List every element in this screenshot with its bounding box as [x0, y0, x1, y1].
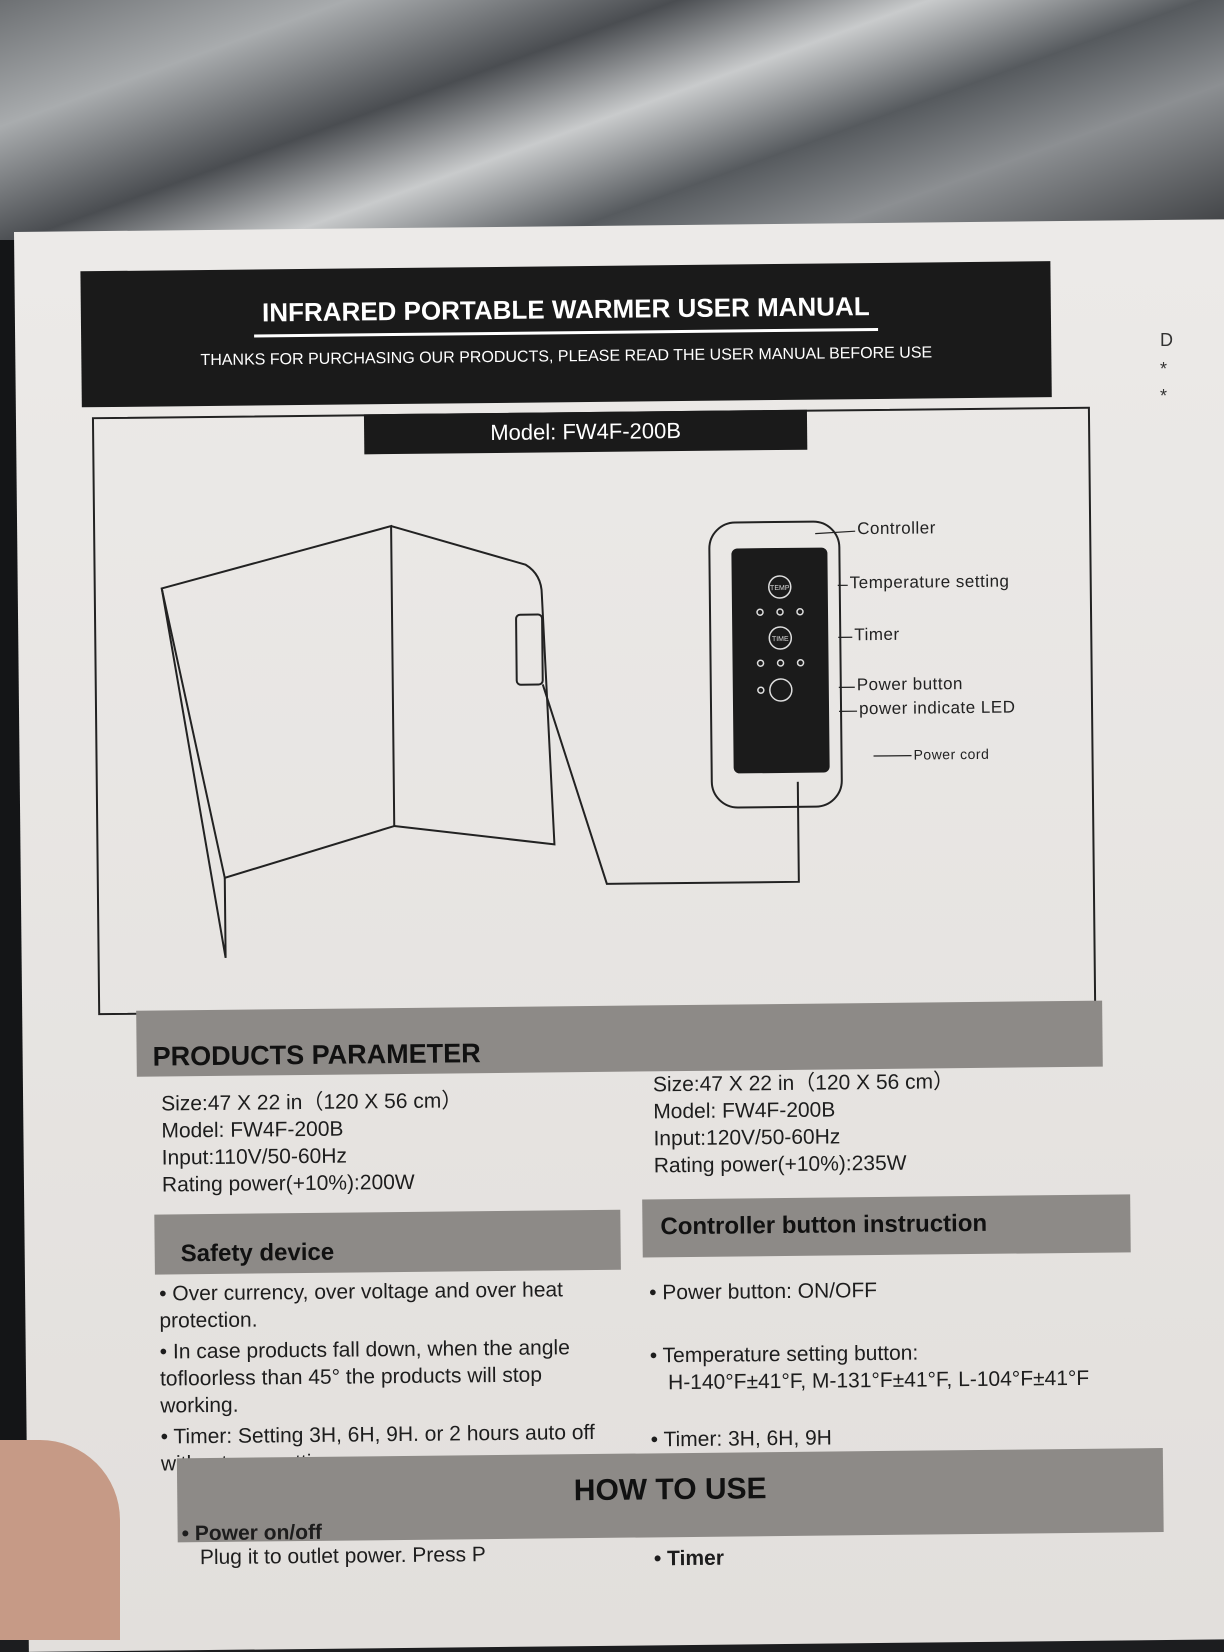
label-timer: Timer	[854, 625, 900, 645]
left-panel	[161, 526, 395, 878]
param-size: Size:47 X 22 in（120 X 56 cm）	[161, 1087, 462, 1117]
parameters-right: Size:47 X 22 in（120 X 56 cm） Model: FW4F…	[653, 1068, 955, 1179]
controller-list: • Power button: ON/OFF • Temperature set…	[649, 1274, 1191, 1454]
safety-item: In case products fall down, when the ang…	[160, 1336, 570, 1417]
header-banner: INFRARED PORTABLE WARMER USER MANUAL THA…	[80, 261, 1051, 407]
param-model: Model: FW4F-200B	[653, 1095, 954, 1125]
manual-page: INFRARED PORTABLE WARMER USER MANUAL THA…	[14, 219, 1224, 1652]
param-power: Rating power(+10%):235W	[654, 1149, 955, 1179]
param-power: Rating power(+10%):200W	[162, 1168, 463, 1198]
safety-item: Over currency, over voltage and over hea…	[159, 1278, 563, 1332]
power-onoff-text: Plug it to outlet power. Press P	[200, 1541, 486, 1571]
temp-button: TEMP	[770, 585, 790, 592]
param-size: Size:47 X 22 in（120 X 56 cm）	[653, 1068, 954, 1098]
label-temperature-setting: Temperature setting	[850, 572, 1010, 594]
param-model: Model: FW4F-200B	[161, 1114, 462, 1144]
power-onoff-label: Power on/off	[195, 1521, 322, 1545]
side-letter: D	[1160, 330, 1173, 351]
small-controller	[516, 614, 543, 684]
side-mark: *	[1160, 359, 1173, 380]
side-page-fragment: D * *	[1160, 330, 1173, 407]
label-power-cord: Power cord	[913, 746, 989, 763]
how-to-use-heading: HOW TO USE	[177, 1448, 1164, 1542]
controller-item: Power button: ON/OFF	[662, 1279, 877, 1304]
param-input: Input:120V/50-60Hz	[653, 1122, 954, 1152]
time-button: TIME	[772, 636, 789, 643]
parameters-left: Size:47 X 22 in（120 X 56 cm） Model: FW4F…	[161, 1087, 463, 1198]
controller-heading: Controller button instruction	[642, 1194, 1131, 1257]
label-power-button: Power button	[857, 674, 963, 695]
label-power-led: power indicate LED	[859, 698, 1016, 720]
safety-heading: Safety device	[154, 1210, 621, 1275]
manual-subtitle: THANKS FOR PURCHASING OUR PRODUCTS, PLEA…	[81, 343, 1051, 371]
diagram-frame: Model: FW4F-200B TEMP TIME	[92, 407, 1096, 1015]
controller-item: H-140°F±41°F, M-131°F±41°F, L-104°F±41°F	[650, 1364, 1190, 1397]
parameters-heading: PRODUCTS PARAMETER	[136, 1001, 1103, 1077]
controller-item: Timer: 3H, 6H, 9H	[663, 1427, 832, 1452]
label-controller: Controller	[857, 518, 936, 539]
timer-label: Timer	[667, 1547, 724, 1571]
manual-title: INFRARED PORTABLE WARMER USER MANUAL	[254, 291, 878, 338]
controller-item: Temperature setting button:	[662, 1342, 918, 1368]
finger-holding-page	[0, 1440, 120, 1640]
side-mark: *	[1160, 386, 1173, 407]
safety-list: • Over currency, over voltage and over h…	[159, 1276, 611, 1478]
param-input: Input:110V/50-60Hz	[162, 1141, 463, 1171]
timer-title: • Timer	[654, 1545, 724, 1573]
